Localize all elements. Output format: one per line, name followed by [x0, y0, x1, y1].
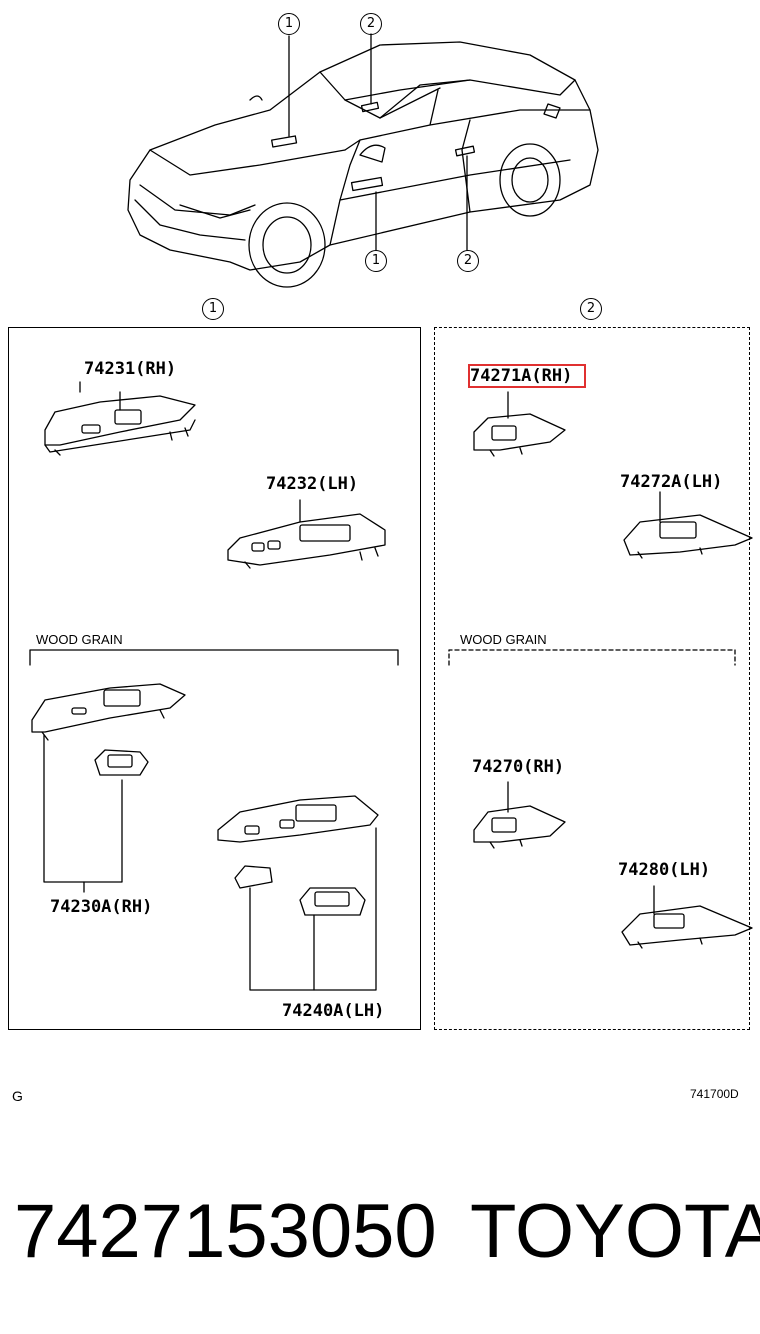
part-74230a-drawing: [31, 683, 186, 893]
panel-2: [434, 327, 750, 1030]
part-74280-drawing: [621, 885, 753, 949]
wood-grain-bracket-right: [448, 649, 736, 666]
panel-2-callout: 2: [580, 298, 602, 320]
diagram-group-code: G: [12, 1088, 23, 1104]
panel-1-callout: 1: [202, 298, 224, 320]
part-74271a-drawing: [473, 391, 566, 457]
label-74272a: 74272A(LH): [620, 472, 723, 492]
part-74240a-drawing: [217, 795, 379, 991]
callout-2-bottom: 2: [457, 250, 479, 272]
label-74280: 74280(LH): [618, 860, 711, 880]
panel-1: [8, 327, 421, 1030]
car-illustration: [127, 33, 599, 288]
diagram-code: 741700D: [690, 1087, 739, 1101]
highlight-box: [468, 364, 586, 388]
callout-1-top: 1: [278, 13, 300, 35]
callout-2-top: 2: [360, 13, 382, 35]
label-74271a: 74271A(RH): [470, 366, 573, 386]
label-74231: 74231(RH): [84, 359, 177, 379]
part-number: 7427153050: [14, 1189, 437, 1274]
wood-grain-label-right: WOOD GRAIN: [460, 632, 547, 647]
wood-grain-label-left: WOOD GRAIN: [36, 632, 123, 647]
part-74272a-drawing: [623, 491, 753, 559]
part-74232-drawing: [227, 499, 386, 569]
part-74231-drawing: [44, 391, 196, 456]
callout-1-bottom: 1: [365, 250, 387, 272]
label-74230a: 74230A(RH): [50, 897, 153, 917]
label-74232: 74232(LH): [266, 474, 359, 494]
label-74270: 74270(RH): [472, 757, 565, 777]
label-74240a: 74240A(LH): [282, 1001, 385, 1021]
wood-grain-bracket-left: [29, 649, 399, 666]
brand-name: TOYOTA: [470, 1189, 760, 1274]
part-74270-drawing: [473, 781, 566, 849]
